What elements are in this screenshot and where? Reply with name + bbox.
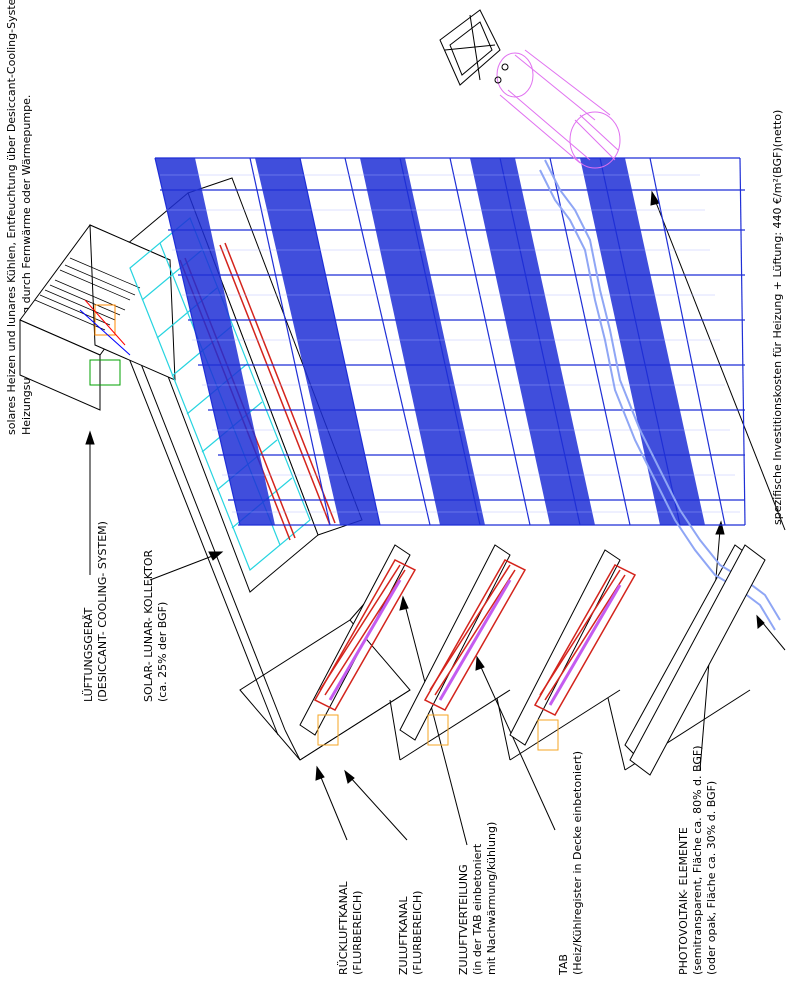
arrow-lueftung xyxy=(85,430,95,575)
label-zuluftverteilung: ZULUFTVERTEILUNG (in der TAB einbetonier… xyxy=(457,822,498,975)
pv-grid-texture xyxy=(160,174,740,513)
label-pv-title: PHOTOVOLTAIK- ELEMENTE xyxy=(677,827,690,975)
label-solar-sub: (ca. 25% der BGF) xyxy=(156,602,169,702)
storage-tank xyxy=(496,49,621,169)
cost-text: spezifische Investitionskosten für Heizu… xyxy=(771,110,784,525)
label-lueftung-title: LÜFTUNGSGERÄT xyxy=(82,607,95,702)
pv-band-5 xyxy=(580,158,705,525)
label-zuluft-sub: (FLURBEREICH) xyxy=(411,891,424,975)
label-zuluftvert-sub2: mit Nachwärmung/kühlung) xyxy=(485,822,498,975)
label-lueftung-sub: (DESICCANT- COOLING- SYSTEM) xyxy=(96,521,109,702)
label-pv-sub1: (semitransparent, Fläche ca. 80% d. BGF) xyxy=(691,746,704,976)
label-tab: TAB (Heiz/Kühlregister in Decke einbeton… xyxy=(557,751,584,976)
arrow-rueckluft xyxy=(315,765,348,841)
pv-band-3 xyxy=(360,158,485,525)
label-zuluftvert-title: ZULUFTVERTEILUNG xyxy=(457,864,470,975)
arrow-zuluft xyxy=(344,769,408,841)
tab-floor-1 xyxy=(313,559,417,711)
arrow-zuluftverteilung xyxy=(399,595,468,846)
rueckluft-ducts xyxy=(317,714,559,751)
label-solar-kollektor: SOLAR- LUNAR- KOLLEKTOR (ca. 25% der BGF… xyxy=(142,550,169,702)
label-zuluftvert-sub1: (in der TAB einbetoniert xyxy=(471,843,484,975)
header-line-1: solares Heizen und lunares Kühlen, Entfe… xyxy=(5,0,18,435)
pv-facade xyxy=(154,157,746,526)
label-tab-title: TAB xyxy=(557,954,570,976)
label-rueckluftkanal: RÜCKLUFTKANAL (FLURBEREICH) xyxy=(337,881,364,975)
label-solar-title: SOLAR- LUNAR- KOLLEKTOR xyxy=(142,550,155,702)
floor-slab-1 xyxy=(299,544,411,736)
label-zuluftkanal: ZULUFTKANAL (FLURBEREICH) xyxy=(397,891,424,975)
heat-pump-unit xyxy=(439,9,509,86)
floor-slab-3 xyxy=(509,549,621,746)
label-rueckluft-sub: (FLURBEREICH) xyxy=(351,891,364,975)
ventilation-unit xyxy=(19,224,176,411)
label-zuluft-title: ZULUFTKANAL xyxy=(397,896,410,975)
arrow-zuluftverteilung-2 xyxy=(475,655,556,831)
footer-cost: spezifische Investitionskosten für Heizu… xyxy=(771,110,784,525)
foundation xyxy=(629,544,766,776)
label-photovoltaik: PHOTOVOLTAIK- ELEMENTE (semitransparent,… xyxy=(677,746,718,976)
floor-slab-2 xyxy=(399,544,511,741)
pv-band-4 xyxy=(470,158,595,525)
tab-floor-3 xyxy=(533,564,637,716)
tab-floor-2 xyxy=(423,559,527,711)
zuluft-ducts xyxy=(328,579,622,706)
header-line-2: Heizungsunterstützung durch Fernwärme od… xyxy=(20,95,33,435)
pv-band-1 xyxy=(155,158,275,525)
label-lueftungsgeraet: LÜFTUNGSGERÄT (DESICCANT- COOLING- SYSTE… xyxy=(82,521,109,702)
arrow-base xyxy=(756,614,786,651)
label-rueckluft-title: RÜCKLUFTKANAL xyxy=(337,881,350,975)
label-pv-sub2: (oder opak, Fläche ca. 30% d. BGF) xyxy=(705,781,718,975)
label-tab-sub: (Heiz/Kühlregister in Decke einbetoniert… xyxy=(571,751,584,975)
pv-band-2 xyxy=(255,158,380,525)
